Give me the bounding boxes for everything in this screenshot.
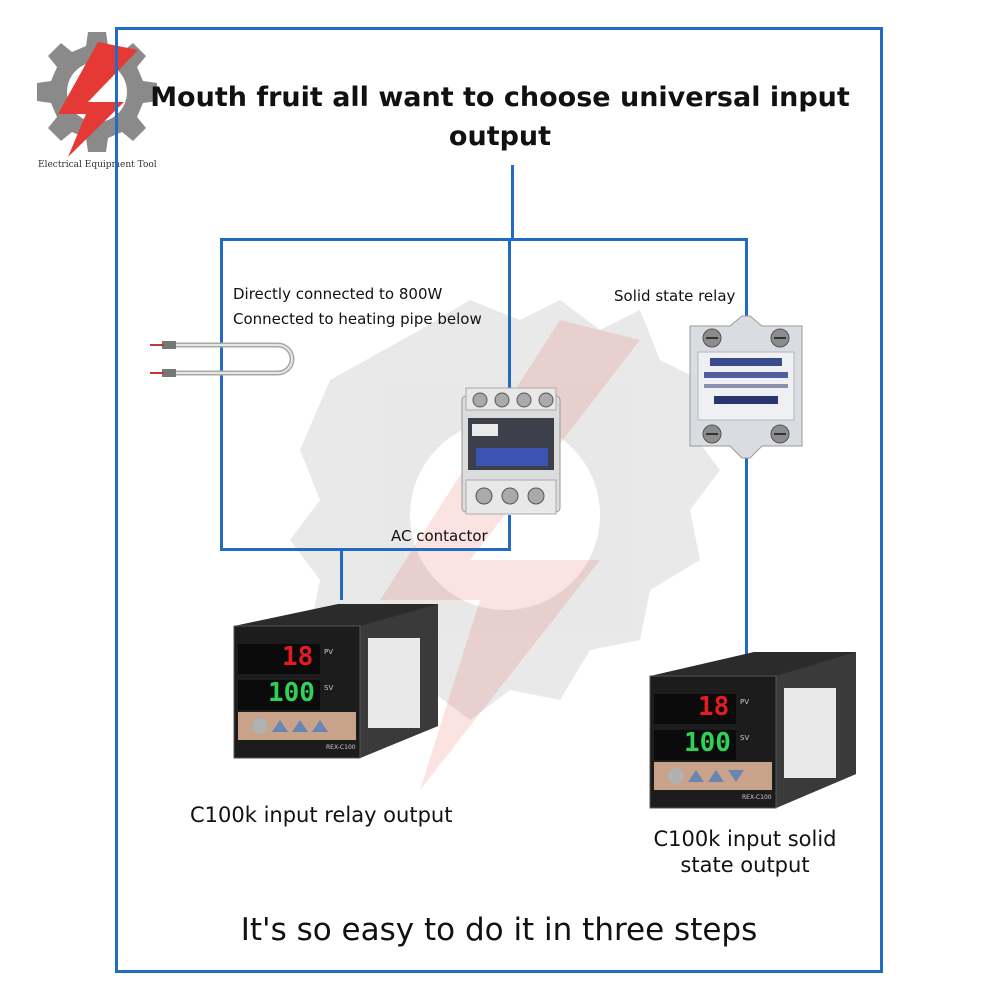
controller-left: 18 100 PV SV REX-C100 [228,598,443,768]
gear-bolt-logo-icon [37,32,157,157]
solid-state-relay [689,315,803,459]
left-sv-tag: SV [324,684,334,692]
heater-caption-line2: Connected to heating pipe below [233,310,482,328]
controller-left-label: C100k input relay output [190,803,453,827]
controller-right: 18 100 PV SV REX-C100 [646,646,861,816]
ac-contactor [461,387,561,515]
wire-top-bus [220,238,748,241]
wire-contactor-up [508,238,511,388]
ssr-caption: Solid state relay [614,287,736,305]
wire-bottom-bus [220,548,511,551]
right-sv-tag: SV [740,734,750,742]
wire-ssr-up [745,238,748,318]
logo-text: Electrical Equipment Tool [38,160,157,170]
controller-right-label-line2: state output [680,853,810,877]
page-title: Mouth fruit all want to choose universal… [150,82,850,152]
wire-contactor-down [508,515,511,551]
right-pv-tag: PV [740,698,750,706]
heater-caption: Directly connected to 800W Connected to … [233,282,482,332]
wire-title-down [511,165,514,240]
right-sv-display: 100 [684,728,731,758]
controller-right-body [649,652,856,809]
wire-ssr-down [745,455,748,655]
controller-right-label: C100k input solid state output [630,826,860,878]
heater-caption-line1: Directly connected to 800W [233,285,443,303]
contactor-caption: AC contactor [391,527,488,545]
left-pv-tag: PV [324,648,334,656]
controller-left-body [233,604,438,759]
left-brand: REX-C100 [326,744,356,751]
right-pv-display: 18 [698,692,730,722]
wire-left-down [220,238,223,551]
controller-right-label-line1: C100k input solid [653,827,837,851]
wire-left-controller [340,548,343,600]
left-sv-display: 100 [268,678,315,708]
heating-pipe [150,341,295,377]
footer-text: It's so easy to do it in three steps [240,912,758,948]
right-brand: REX-C100 [742,794,772,801]
diagram-frame [115,27,883,973]
left-pv-display: 18 [282,642,314,672]
